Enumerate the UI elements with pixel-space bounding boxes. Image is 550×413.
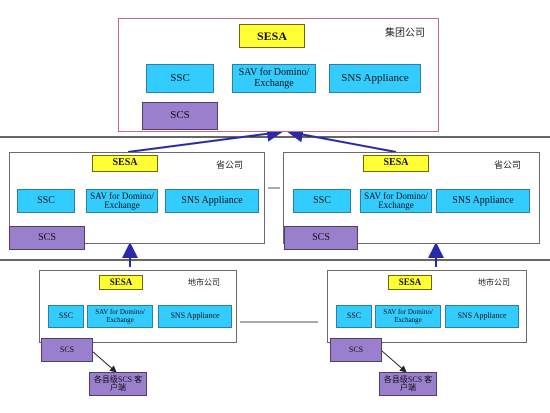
province-right-scs-box: SCS — [284, 226, 358, 250]
city-right-ssc-box: SSC — [336, 305, 372, 328]
group-sav-box: SAV for Domino/ Exchange — [232, 64, 316, 93]
city-right-tag: 地市公司 — [478, 278, 510, 287]
city-left-sns-box: SNS Appliance — [158, 305, 232, 328]
group-sesa-box: SESA — [239, 24, 305, 48]
group-ssc-box: SSC — [146, 64, 214, 93]
city-left-sesa-box: SESA — [99, 275, 143, 290]
province-left-tag: 省公司 — [216, 161, 244, 171]
group-sns-box: SNS Appliance — [329, 64, 421, 93]
city-right-sns-box: SNS Appliance — [445, 305, 519, 328]
city-left-ssc-box: SSC — [48, 305, 84, 328]
tier-arrows — [122, 125, 444, 267]
city-right-scs-box: SCS — [330, 338, 382, 362]
province-left-sns-box: SNS Appliance — [165, 189, 259, 213]
province-left-sesa-box: SESA — [92, 155, 158, 172]
city-right-sav-box: SAV for Domino/ Exchange — [375, 305, 441, 328]
province-left-sav-box: SAV for Domino/ Exchange — [86, 189, 158, 213]
city-left-county-clients-box: 各县级SCS 客户端 — [89, 372, 147, 396]
city-right-county-clients-box: 各县级SCS 客户端 — [379, 372, 437, 396]
city-left-scs-box: SCS — [41, 338, 93, 362]
province-left-ssc-box: SSC — [17, 189, 75, 213]
city-right-sesa-box: SESA — [388, 275, 432, 290]
province-right-tag: 省公司 — [494, 161, 522, 171]
group-tag: 集团公司 — [385, 28, 425, 39]
province-right-sav-box: SAV for Domino/ Exchange — [360, 189, 432, 213]
group-scs-box: SCS — [142, 102, 218, 130]
city-left-tag: 地市公司 — [188, 278, 220, 287]
province-right-ssc-box: SSC — [293, 189, 351, 213]
city-left-sav-box: SAV for Domino/ Exchange — [87, 305, 153, 328]
province-right-sns-box: SNS Appliance — [436, 189, 530, 213]
province-left-scs-box: SCS — [9, 226, 85, 250]
province-right-sesa-box: SESA — [363, 155, 429, 172]
